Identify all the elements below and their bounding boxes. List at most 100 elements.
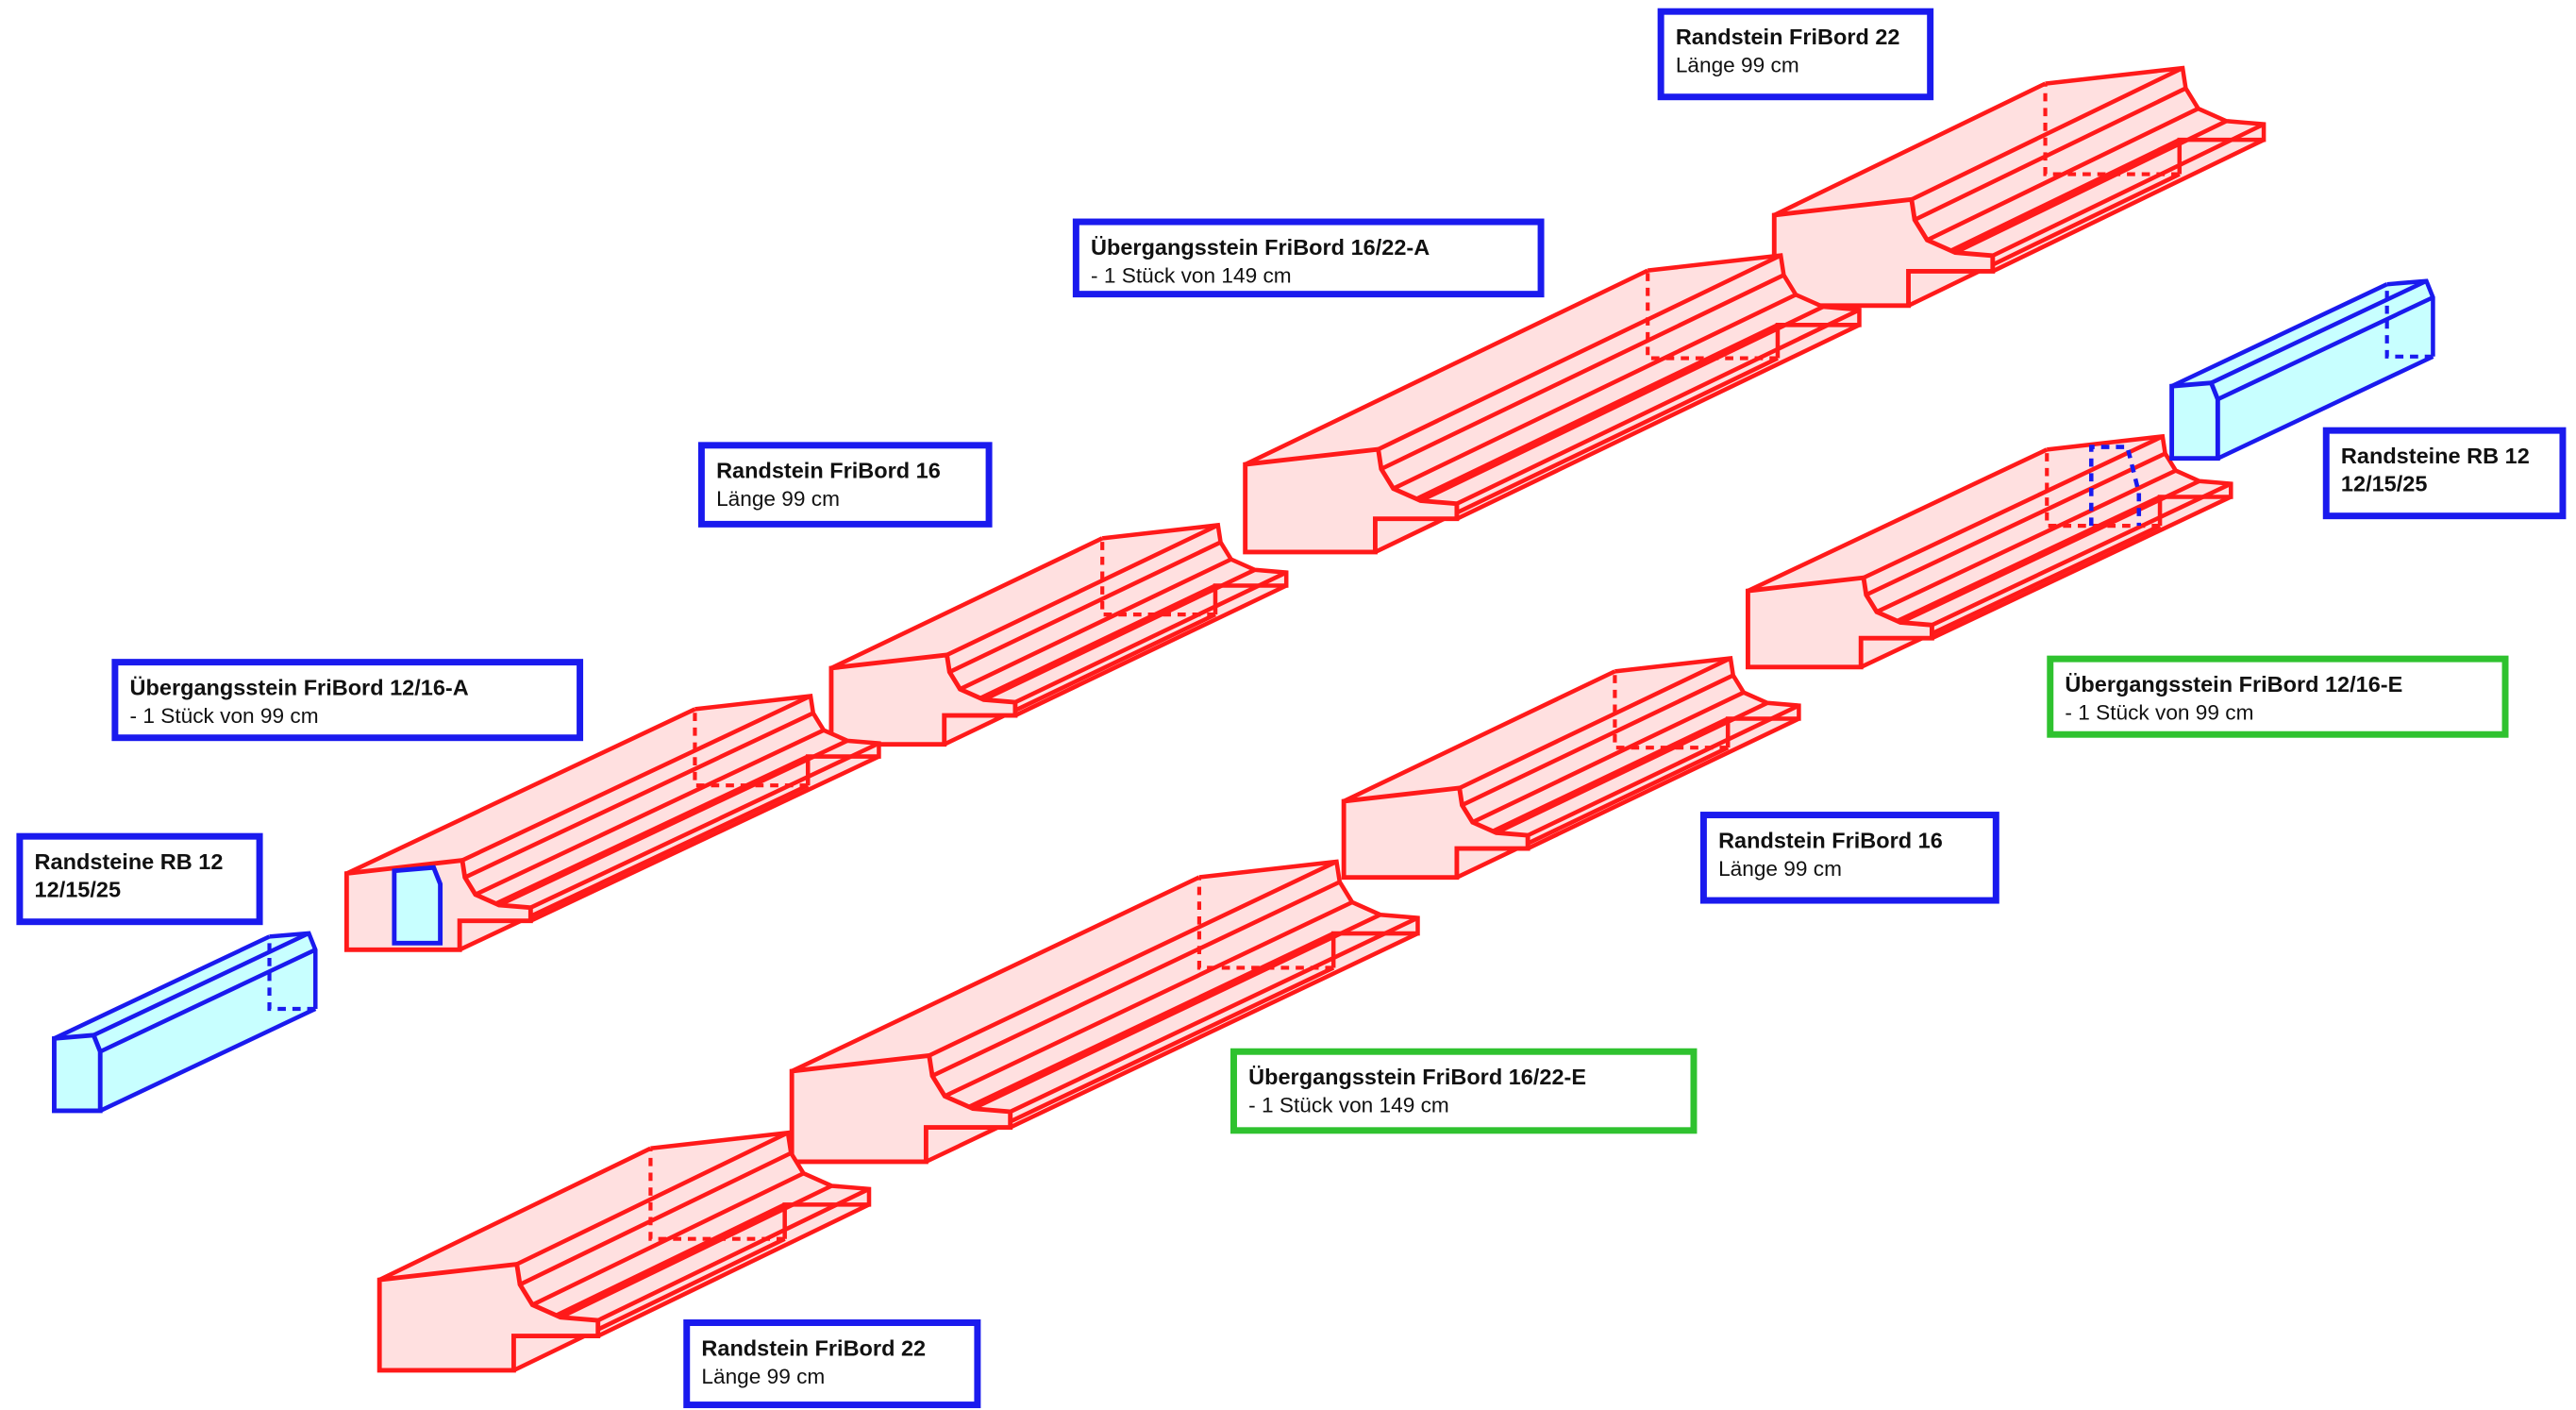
long-edge	[1455, 716, 1730, 851]
long-edge	[1343, 669, 1616, 803]
long-edge	[948, 540, 1222, 675]
label-subtitle: Länge 99 cm	[1718, 856, 1842, 881]
long-edge	[972, 913, 1381, 1111]
uebergang-12-16-a-stone	[343, 693, 881, 952]
stone-face	[1927, 109, 2227, 253]
fribord16-left-stone	[828, 522, 1289, 747]
end-face	[1341, 785, 1531, 881]
rb12-left-stone	[52, 931, 318, 1114]
long-edge	[1899, 478, 2200, 625]
rb12-joint-right	[2089, 445, 2142, 527]
long-edge	[531, 1171, 805, 1307]
long-edge	[1527, 716, 1800, 851]
long-edge	[1374, 323, 1779, 521]
stone-face	[498, 740, 879, 908]
rb12-joint-left	[392, 864, 443, 946]
stone-face	[945, 901, 1380, 1109]
label-title: Randsteine RB 12	[34, 849, 224, 875]
uebergang-16-22-a-stone	[1243, 253, 1862, 555]
long-edge	[1914, 86, 2187, 222]
hidden-edge	[1196, 877, 1334, 970]
long-edge	[345, 707, 696, 876]
hidden-edge	[2384, 284, 2434, 359]
stone-face	[560, 1185, 869, 1321]
stone-face	[475, 730, 848, 905]
long-edge	[1931, 481, 2233, 628]
long-edge	[1244, 268, 1649, 467]
label-uebergang-12-16-e: Übergangsstein FriBord 12/16-E - 1 Stück…	[2047, 655, 2509, 738]
long-edge	[943, 613, 1216, 747]
long-edge	[1495, 700, 1768, 835]
far-outline	[2386, 278, 2435, 357]
long-edge	[1931, 495, 2233, 641]
long-edge	[474, 728, 825, 897]
long-edge	[99, 1006, 317, 1113]
label-subtitle: - 1 Stück von 99 cm	[129, 703, 319, 729]
long-edge	[1458, 656, 1731, 791]
long-edge	[1865, 451, 2166, 597]
long-edge	[515, 1131, 789, 1267]
long-edge	[959, 557, 1232, 692]
hidden-edge	[2045, 449, 2161, 529]
hidden-edge	[2043, 83, 2180, 176]
end-face	[52, 1032, 103, 1114]
label-title: Randstein FriBord 22	[1675, 25, 1900, 50]
long-edge	[1013, 570, 1288, 705]
long-edge	[2216, 354, 2434, 461]
long-edge	[1461, 673, 1734, 808]
long-edge	[1747, 447, 2049, 594]
long-edge	[925, 932, 1335, 1130]
label-subtitle: Länge 99 cm	[701, 1364, 826, 1389]
long-edge	[1455, 746, 1730, 880]
far-outline	[269, 931, 318, 1009]
hidden-edge	[1100, 538, 1215, 617]
long-edge	[2216, 295, 2434, 402]
long-edge	[497, 738, 848, 907]
long-edge	[1926, 107, 2200, 243]
long-edge	[791, 875, 1200, 1074]
long-edge	[2170, 282, 2388, 389]
far-outline	[2047, 433, 2233, 527]
stone-face	[960, 559, 1255, 700]
long-edge	[1954, 119, 2228, 255]
stone-face	[1496, 702, 1799, 836]
end-face	[1771, 196, 1996, 309]
label-title: Randstein FriBord 16	[716, 458, 941, 483]
label-title: Randsteine RB 12	[2340, 444, 2530, 469]
stone-face	[1876, 470, 2200, 623]
long-edge	[1377, 253, 1782, 452]
long-edge	[1875, 468, 2177, 614]
long-edge	[463, 711, 814, 880]
long-edge	[1910, 66, 2184, 202]
label-fribord16-right: Randstein FriBord 16 Länge 99 cm	[1699, 812, 1999, 904]
label-title: Randstein FriBord 16	[1718, 828, 1943, 853]
stone-face	[1899, 480, 2232, 626]
label-title: Übergangsstein FriBord 16/22-A	[1091, 234, 1430, 260]
hidden-edge	[267, 936, 316, 1012]
uebergang-12-16-e-stone	[1745, 433, 2233, 670]
label-fribord22-bottom: Randstein FriBord 22 Länge 99 cm	[683, 1319, 981, 1409]
label-title: Übergangsstein FriBord 12/16-A	[129, 675, 469, 700]
label-subtitle: Länge 99 cm	[1675, 52, 1799, 77]
label-uebergang-12-16-a: Übergangsstein FriBord 12/16-A - 1 Stück…	[111, 659, 584, 742]
long-edge	[928, 859, 1338, 1058]
fribord16-right-stone	[1341, 655, 1801, 881]
long-edge	[1991, 122, 2266, 258]
uebergang-16-22-e-stone	[789, 859, 1420, 1165]
hidden-edge	[648, 1148, 785, 1241]
end-face	[1243, 446, 1460, 555]
long-edge	[1860, 495, 2162, 641]
stone-face	[1472, 692, 1767, 833]
long-edge	[378, 1146, 652, 1283]
label-title: Randstein FriBord 22	[701, 1335, 927, 1361]
end-face	[376, 1261, 601, 1373]
stone-face	[973, 915, 1418, 1112]
label-rb12-right: Randsteine RB 12 12/15/25	[2322, 427, 2567, 520]
hidden-edge	[1613, 671, 1729, 750]
far-outline	[1647, 253, 1862, 359]
long-edge	[1419, 305, 1825, 503]
long-edge	[99, 948, 317, 1054]
far-outline	[1101, 522, 1289, 615]
long-edge	[512, 1236, 786, 1373]
